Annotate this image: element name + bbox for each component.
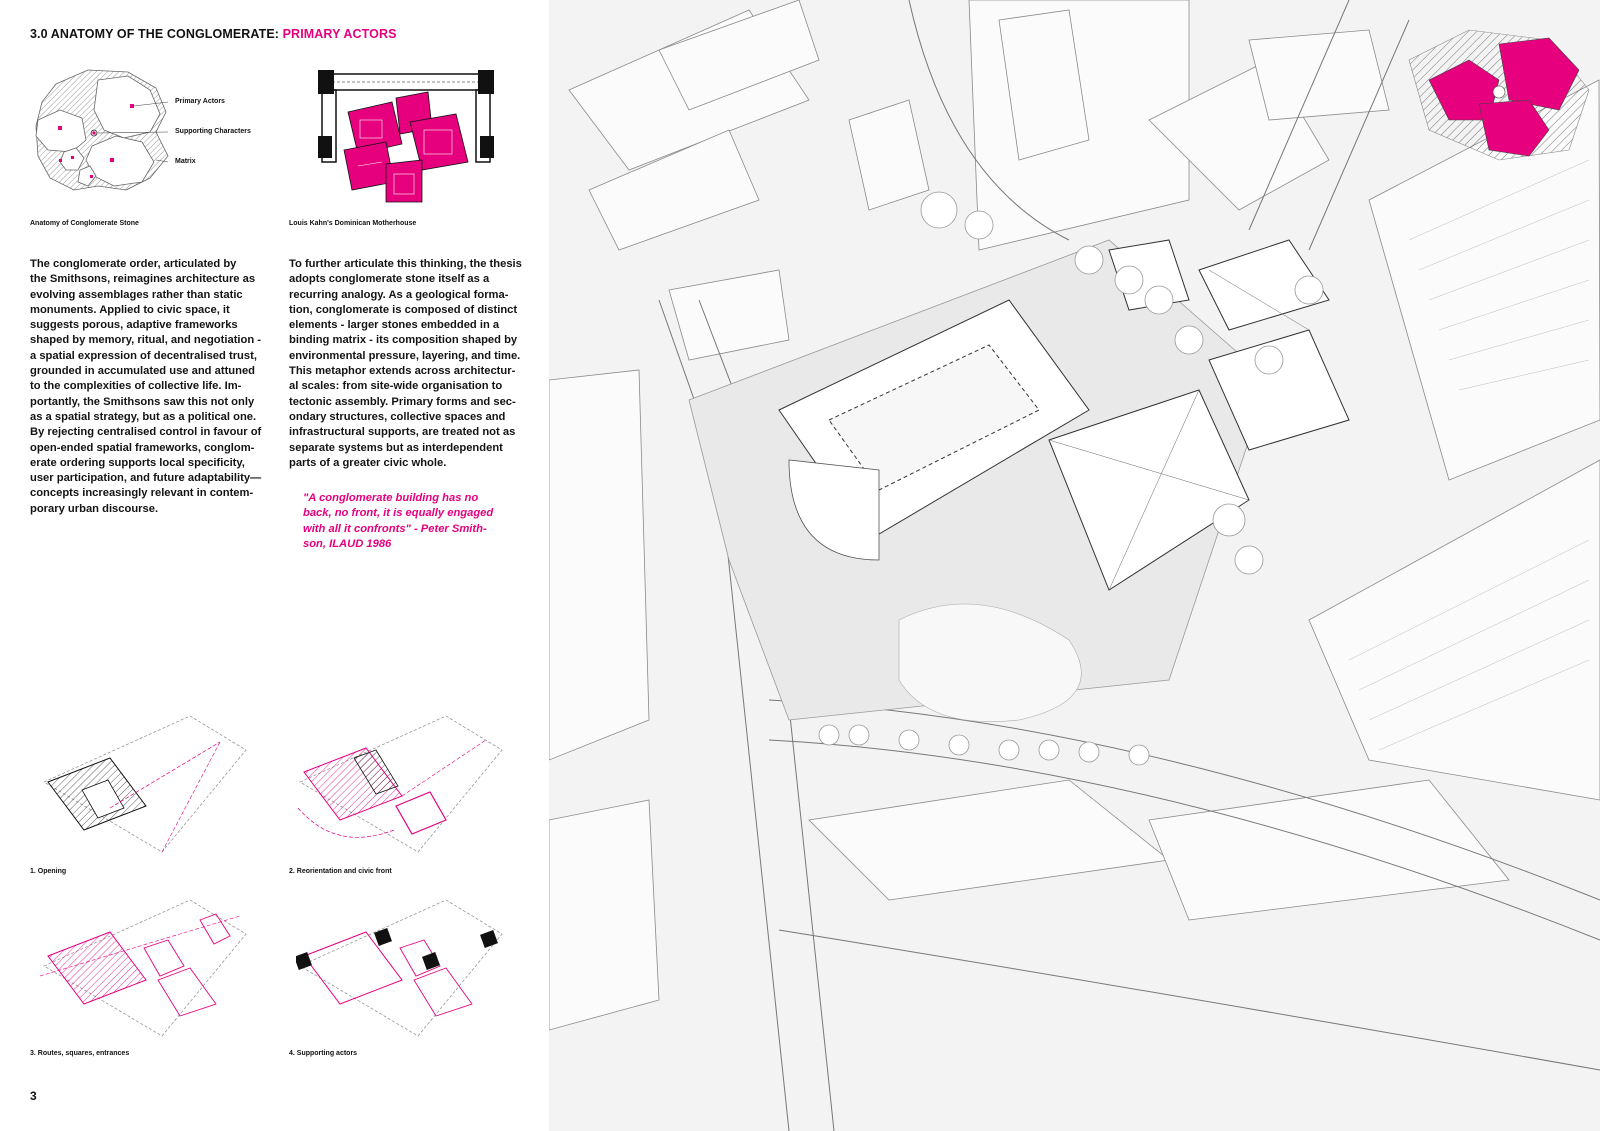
text-line: evolving assemblages rather than static <box>30 288 243 301</box>
kahn-plan <box>318 70 494 203</box>
step-1-diagram <box>43 715 247 853</box>
page-title-prefix: 3.0 ANATOMY OF THE CONGLOMERATE: <box>30 27 283 41</box>
anatomy-diagram <box>35 69 169 191</box>
text-line: al scales: from site-wide organisation t… <box>289 380 503 393</box>
text-line: adopts conglomerate stone itself as a <box>289 273 490 286</box>
text-line: the Smithsons, reimagines architecture a… <box>30 273 256 286</box>
label-matrix: Matrix <box>175 158 196 165</box>
quote-line: "A conglomerate building has no <box>303 492 479 504</box>
text-line: infrastructural supports, are treated no… <box>289 426 516 439</box>
text-line: This metaphor extends across architectur… <box>289 365 516 378</box>
text-line: recurring analogy. As a geological forma… <box>289 288 509 301</box>
text-line: By rejecting centralised control in favo… <box>30 426 262 439</box>
quote-line: back, no front, it is equally engaged <box>303 507 494 520</box>
text-line: concepts increasingly relevant in contem… <box>30 487 254 500</box>
label-supporting-characters: Supporting Characters <box>175 128 251 135</box>
text-line: user participation, and future adaptabil… <box>30 472 262 485</box>
text-line: grounded in accumulated use and attuned <box>30 365 256 378</box>
primary-stone-left <box>35 109 87 153</box>
text-line: a spatial expression of decentralised tr… <box>30 349 257 362</box>
label-primary-actors: Primary Actors <box>175 98 225 105</box>
text-line: environmental pressure, layering, and ti… <box>289 349 521 362</box>
text-line: porary urban discourse. <box>30 502 159 515</box>
kahn-caption: Louis Kahn's Dominican Motherhouse <box>289 220 417 227</box>
text-line: tectonic assembly. Primary forms and sec… <box>289 395 516 408</box>
step-3-caption: 3. Routes, squares, entrances <box>30 1050 130 1057</box>
text-line: binding matrix - its composition shaped … <box>289 334 518 347</box>
text-line: open-ended spatial frameworks, conglom- <box>30 441 255 454</box>
text-line: parts of a greater civic whole. <box>289 456 447 469</box>
site-plan <box>549 0 1600 1131</box>
step-1-caption: 1. Opening <box>30 868 67 875</box>
key-map <box>1408 29 1590 161</box>
page-title: 3.0 ANATOMY OF THE CONGLOMERATE: PRIMARY… <box>30 27 397 41</box>
text-line: suggests porous, adaptive frameworks <box>30 319 238 332</box>
primary-stone-bottom <box>85 135 155 187</box>
quote-line: son, ILAUD 1986 <box>303 537 392 550</box>
step-3-diagram <box>40 899 247 1037</box>
page-title-accent: PRIMARY ACTORS <box>282 27 397 41</box>
page-number: 3 <box>30 1089 37 1103</box>
pull-quote: "A conglomerate building has no back, no… <box>303 491 493 552</box>
step-2-caption: 2. Reorientation and civic front <box>289 868 392 875</box>
right-body-text: To further articulate this thinking, the… <box>289 257 522 471</box>
text-line: portantly, the Smithsons saw this not on… <box>30 395 255 408</box>
text-line: separate systems but as interdependent <box>289 441 503 454</box>
text-line: tion, conglomerate is composed of distin… <box>289 303 518 316</box>
step-4-diagram <box>296 899 503 1037</box>
text-line: as a spatial strategy, but as a politica… <box>30 410 257 423</box>
quote-line: with all it confronts" - Peter Smith- <box>303 522 487 535</box>
left-body-text: The conglomerate order, articulated by t… <box>30 257 261 517</box>
text-line: ondary structures, collective spaces and <box>289 410 506 423</box>
anatomy-caption: Anatomy of Conglomerate Stone <box>30 220 139 227</box>
supporting-stone-b <box>77 165 97 187</box>
text-line: elements - larger stones embedded in a <box>289 319 500 332</box>
text-line: To further articulate this thinking, the… <box>289 258 522 270</box>
plaza <box>688 239 1270 721</box>
site-plan-drawing <box>549 0 1600 1131</box>
text-line: to the complexities of collective life. … <box>30 380 242 393</box>
text-line: monuments. Applied to civic space, it <box>30 303 230 316</box>
text-line: erate ordering supports local specificit… <box>30 456 245 469</box>
step-2-diagram <box>297 715 503 853</box>
step-4-caption: 4. Supporting actors <box>289 1050 358 1057</box>
text-line: The conglomerate order, articulated by <box>30 258 237 270</box>
text-line: shaped by memory, ritual, and negotiatio… <box>30 334 262 347</box>
